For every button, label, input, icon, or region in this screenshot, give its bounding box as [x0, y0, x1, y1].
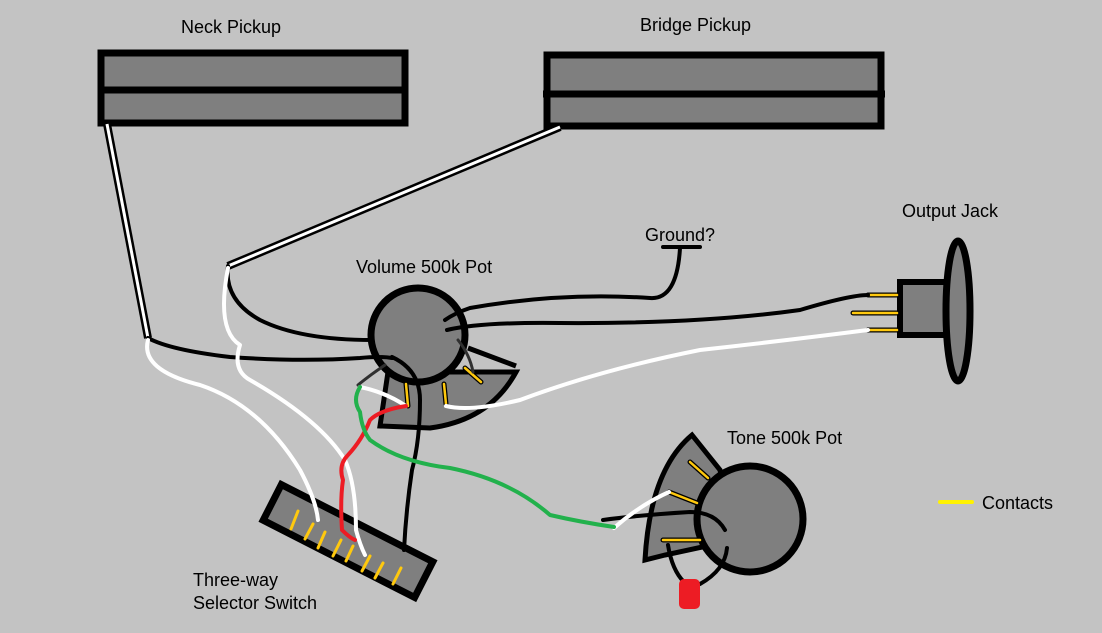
neck-pickup-label: Neck Pickup	[181, 17, 281, 37]
legend: Contacts	[938, 493, 1053, 513]
output-jack-contacts	[850, 292, 900, 333]
ground-label: Ground?	[645, 225, 715, 245]
tone-pot-label: Tone 500k Pot	[727, 428, 842, 448]
output-jack-label: Output Jack	[902, 201, 999, 221]
tone-pot	[693, 462, 807, 576]
capacitor	[679, 579, 700, 609]
volume-pot-contacts	[403, 365, 484, 409]
volume-pot-label: Volume 500k Pot	[356, 257, 492, 277]
neck-pickup	[97, 49, 409, 127]
black-wires	[146, 246, 870, 552]
neck-pickup-lead	[103, 123, 152, 339]
selector-switch-label-line2: Selector Switch	[193, 593, 317, 613]
bridge-pickup	[543, 51, 885, 130]
dark-gray-wires	[356, 338, 475, 387]
bridge-pickup-label: Bridge Pickup	[640, 15, 751, 35]
legend-contacts-label: Contacts	[982, 493, 1053, 513]
volume-pot	[367, 284, 469, 386]
selector-switch-label-line1: Three-way	[193, 570, 278, 590]
selector-switch-contacts	[289, 509, 403, 586]
red-wire	[339, 404, 408, 542]
output-jack	[897, 237, 974, 385]
bridge-pickup-lead	[226, 123, 562, 270]
green-wire	[354, 385, 616, 529]
tone-pot-contacts	[660, 459, 711, 543]
white-wires	[145, 266, 870, 557]
